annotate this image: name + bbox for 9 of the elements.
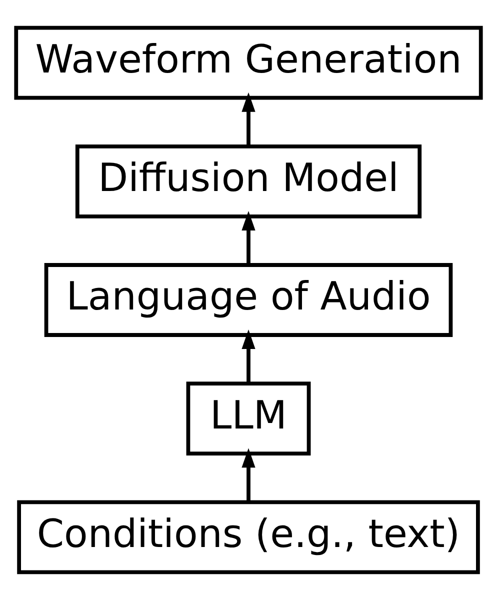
node-box: Waveform Generation [14, 26, 483, 100]
arrow [242, 92, 256, 146]
node-box: Diffusion Model [75, 144, 422, 218]
arrow [242, 448, 256, 502]
arrow [242, 210, 256, 265]
node-box: LLM [186, 382, 311, 456]
node-box: Language of Audio [44, 263, 453, 337]
node-box: Conditions (e.g., text) [17, 500, 480, 574]
arrow [242, 330, 256, 384]
